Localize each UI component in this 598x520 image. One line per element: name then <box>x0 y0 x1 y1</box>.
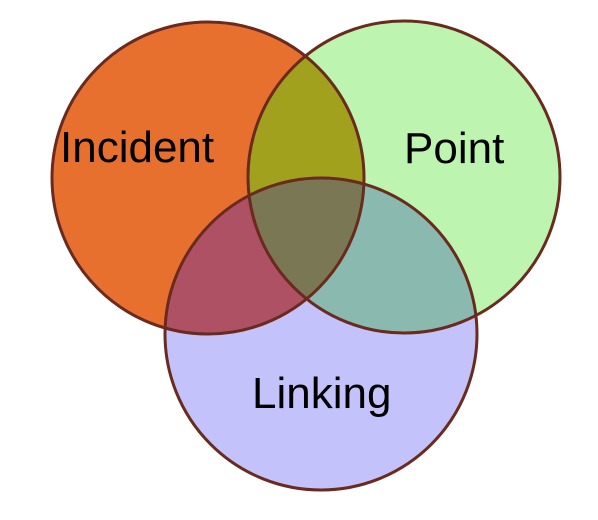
point-linking-overlap <box>248 178 477 333</box>
linking-label: Linking <box>252 369 391 418</box>
incident-label: Incident <box>60 123 214 172</box>
point-outline <box>246 19 562 335</box>
linking-outline <box>163 176 479 492</box>
incident-outline <box>50 20 366 336</box>
point-label: Point <box>404 124 504 173</box>
incident-linking-overlap <box>165 178 364 334</box>
